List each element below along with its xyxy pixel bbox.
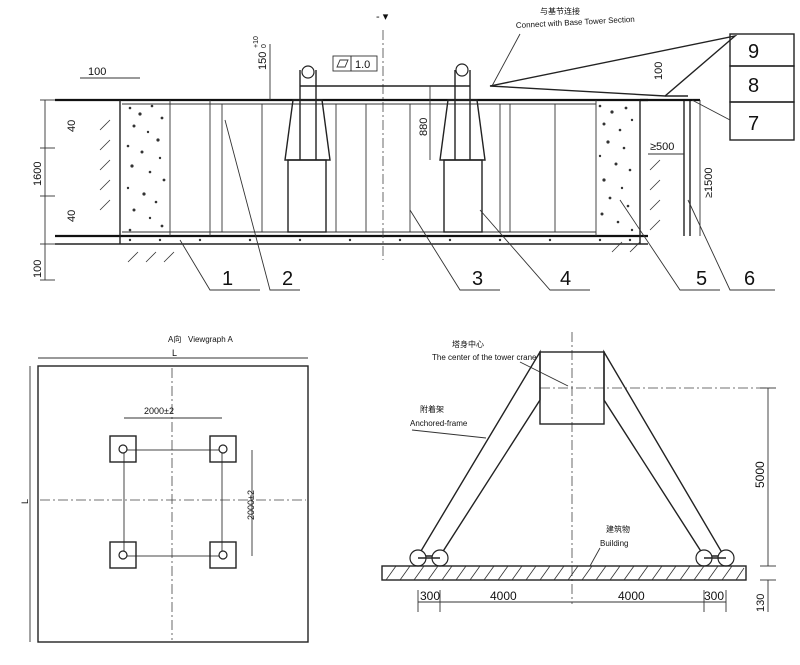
right-dimensions: ≥500 ≥1500 100 bbox=[648, 62, 715, 236]
svg-text:≥1500: ≥1500 bbox=[703, 167, 715, 198]
callout-2: 2 bbox=[282, 268, 293, 290]
svg-text:40: 40 bbox=[66, 210, 78, 222]
svg-text:4000: 4000 bbox=[490, 589, 517, 603]
svg-text:≥500: ≥500 bbox=[650, 141, 674, 153]
rebar-lines bbox=[122, 100, 596, 236]
bolt-plate-br bbox=[209, 541, 237, 569]
flatness-tolerance: 1.0 bbox=[332, 55, 378, 72]
connect-label: 与基节连接 Connect with Base Tower Section bbox=[491, 6, 635, 87]
view-title-cn: A向 bbox=[168, 334, 181, 344]
svg-text:130: 130 bbox=[755, 594, 767, 612]
svg-text:+10: +10 bbox=[253, 36, 260, 48]
callout-5: 5 bbox=[696, 268, 707, 290]
svg-text:2000±2: 2000±2 bbox=[246, 490, 256, 520]
gravel-bottom bbox=[128, 238, 632, 242]
center-label-en: The center of the tower crane bbox=[432, 353, 537, 362]
left-dimensions: 40 1600 40 100 100 bbox=[32, 66, 140, 281]
svg-text:100: 100 bbox=[32, 260, 44, 278]
anchor-leg-right bbox=[439, 63, 486, 233]
svg-text:5000: 5000 bbox=[753, 461, 767, 488]
callout-3: 3 bbox=[472, 268, 483, 290]
foundation-plan-outline bbox=[37, 365, 309, 643]
viewgraph-a: A向 Viewgraph A L L 2000±2 2000±2 bbox=[20, 334, 309, 643]
svg-text:880: 880 bbox=[418, 118, 430, 136]
svg-text:Connect with Base Tower Sectio: Connect with Base Tower Section bbox=[516, 15, 635, 30]
building-label-en: Building bbox=[600, 539, 628, 548]
svg-text:L: L bbox=[20, 499, 30, 504]
callout-8: 8 bbox=[748, 75, 759, 97]
callout-1: 1 bbox=[222, 268, 233, 290]
svg-text:4000: 4000 bbox=[618, 589, 645, 603]
callout-4: 4 bbox=[560, 268, 571, 290]
svg-text:与基节连接: 与基节连接 bbox=[540, 6, 580, 16]
dim-150: 150 +10 0 bbox=[253, 36, 271, 100]
svg-text:L: L bbox=[172, 348, 177, 358]
flatness-value: 1.0 bbox=[355, 59, 370, 71]
anchor-label-cn: 附着架 bbox=[420, 404, 444, 414]
callout-7: 7 bbox=[748, 113, 759, 135]
section-mark: - ▾ bbox=[376, 11, 389, 23]
svg-text:150: 150 bbox=[257, 52, 269, 70]
svg-text:0: 0 bbox=[261, 44, 268, 48]
callout-leaders bbox=[179, 119, 775, 291]
bolt-plate-bl bbox=[109, 541, 137, 569]
callout-6: 6 bbox=[744, 268, 755, 290]
svg-text:100: 100 bbox=[653, 62, 665, 80]
anchor-leg-left bbox=[284, 65, 331, 233]
svg-text:100: 100 bbox=[88, 66, 106, 78]
bolt-plate-tl bbox=[109, 435, 137, 463]
gravel-left bbox=[126, 100, 171, 236]
svg-text:2000±2: 2000±2 bbox=[144, 406, 174, 416]
ground-hatch-right bbox=[611, 159, 661, 253]
center-label-cn: 塔身中心 bbox=[452, 339, 484, 349]
bolt-plate-tr bbox=[209, 435, 237, 463]
dim-880: 880 bbox=[418, 86, 431, 160]
building-label-cn: 建筑物 bbox=[606, 524, 630, 534]
ground-hatch-left bbox=[99, 119, 175, 263]
callout-boxes: 9 8 7 bbox=[691, 33, 795, 141]
anchored-frame-view: 塔身中心 The center of the tower crane 附着架 A… bbox=[381, 332, 776, 612]
right-ramp bbox=[489, 34, 738, 236]
gravel-right bbox=[595, 100, 634, 236]
svg-text:40: 40 bbox=[66, 120, 78, 132]
svg-text:300: 300 bbox=[704, 589, 724, 603]
callout-9: 9 bbox=[748, 41, 759, 63]
anchor-label-en: Anchored-frame bbox=[410, 419, 468, 428]
svg-text:1600: 1600 bbox=[32, 162, 44, 186]
view-title-en: Viewgraph A bbox=[188, 335, 233, 344]
svg-text:300: 300 bbox=[420, 589, 440, 603]
frame-arm-left bbox=[416, 349, 541, 557]
foundation-section-view: - ▾ bbox=[32, 6, 795, 291]
